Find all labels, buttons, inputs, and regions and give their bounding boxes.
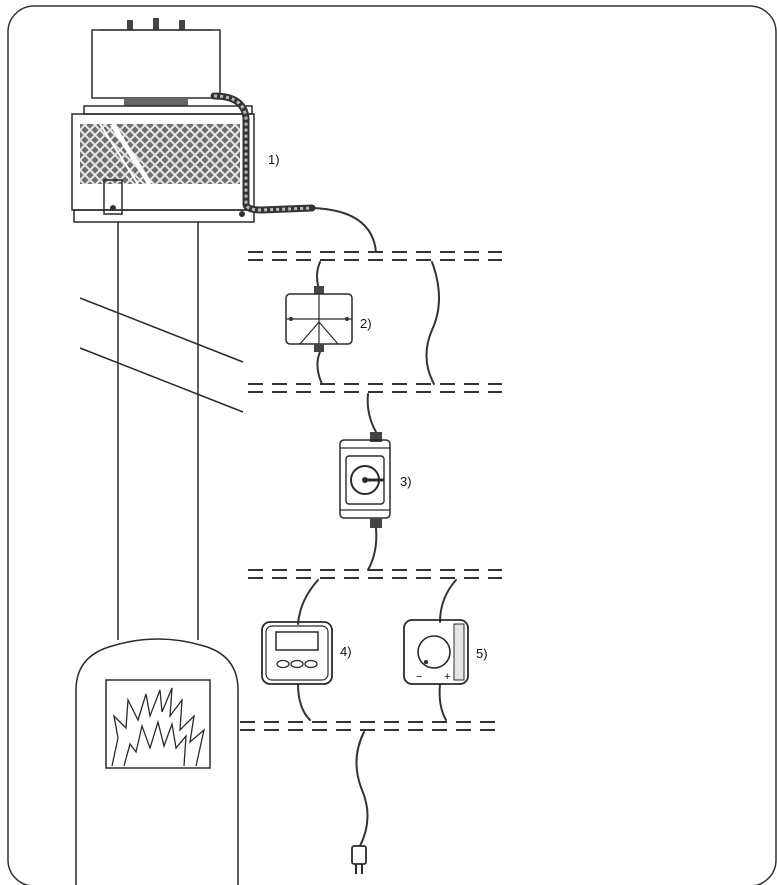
stove [75,638,239,885]
fan-cable [311,207,377,253]
flame-icon [111,687,206,767]
dial-plus-sign: + [444,671,450,683]
isolator-switch [339,432,391,528]
controller-cable-bottom [297,683,311,721]
plug-icon [351,845,367,874]
isolator-cable-bottom [367,527,378,571]
label-digital-controller: 4) [340,644,352,659]
controller-button [276,659,290,669]
display-screen [275,631,319,651]
dial-cable-bottom [438,683,447,721]
label-isolator-switch: 3) [400,474,412,489]
controller-button [304,659,318,669]
junction-box [285,261,353,385]
dial-knob-icon [417,635,451,669]
mains-cable [355,731,369,847]
label-speed-dial: 5) [476,646,488,661]
speed-dial: − + [403,619,469,685]
fan-top-bolts [100,18,212,31]
controller-cable-top [297,579,319,625]
diagram-frame [7,5,777,885]
wall-cable-right [425,261,440,385]
label-fan: 1) [268,152,280,167]
chimney-flue [117,222,199,640]
chimney-fan [71,18,316,223]
isolator-cable-top [366,393,377,433]
fan-grille [80,124,240,184]
label-junction-box: 2) [360,316,372,331]
wall-lines [240,251,502,731]
dial-minus-sign: − [416,671,422,683]
controller-button [290,659,304,669]
roof-beam [79,297,244,413]
dial-cable-top [439,579,457,623]
